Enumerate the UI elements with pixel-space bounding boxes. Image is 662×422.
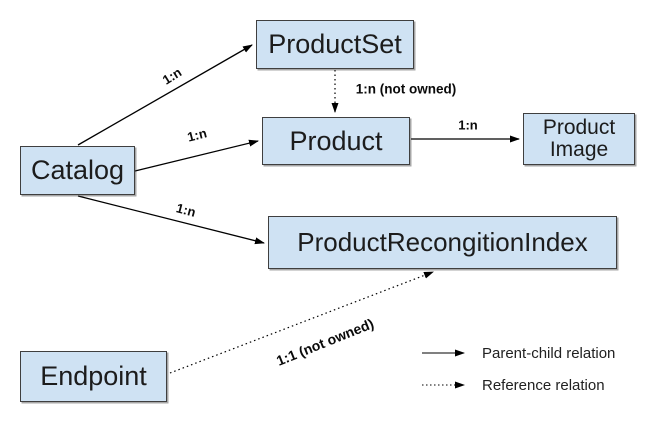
node-product: Product [262, 117, 410, 165]
edge-catalog-product [134, 139, 259, 172]
node-endpoint: Endpoint [20, 351, 167, 402]
node-product-recongition-index: ProductRecongitionIndex [268, 216, 617, 269]
legend-item-parent-child: Parent-child relation [482, 345, 616, 362]
node-product-image: Product Image [523, 113, 635, 165]
edge-label-catalog-productset: 1:n [159, 64, 185, 88]
edge-label-catalog-productrecongitionindex: 1:n [174, 200, 198, 220]
edge-label-product-productimage: 1:n [458, 117, 478, 133]
node-productset: ProductSet [256, 20, 414, 69]
edge-label-productset-product: 1:n (not owned) [355, 81, 457, 97]
edge-label-catalog-product: 1:n [185, 125, 209, 145]
edge-catalog-productrecongitionindex [77, 195, 265, 245]
legend-item-reference: Reference relation [482, 377, 605, 394]
edge-catalog-productset [77, 44, 253, 146]
edge-label-endpoint-productrecongitionindex: 1:1 (not owned) [274, 315, 376, 369]
node-catalog: Catalog [20, 146, 135, 195]
